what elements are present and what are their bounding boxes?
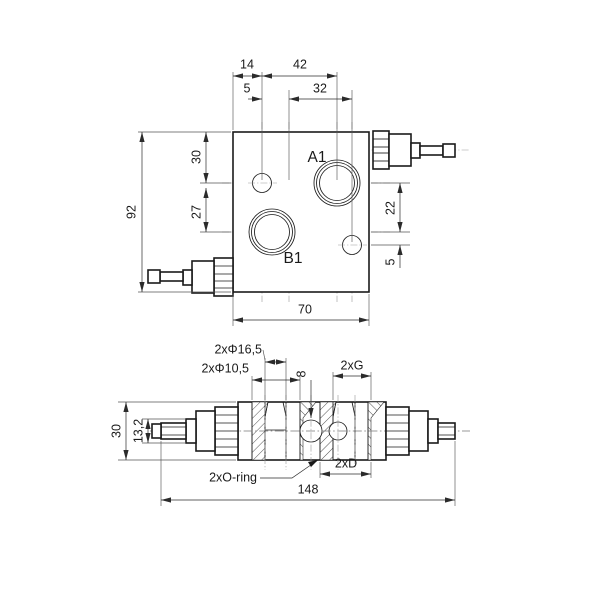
top-view-dimensions-vertical-right: 22 5 — [371, 182, 410, 268]
dim-70-label: 70 — [298, 302, 312, 316]
port-b1-label: B1 — [284, 250, 303, 267]
dim-32-label: 32 — [313, 81, 327, 95]
dim-22-label: 22 — [383, 201, 397, 215]
annotation-o-ring-label: 2xO-ring — [209, 470, 257, 484]
fitting-right-top-view — [372, 130, 456, 170]
section-view-group: 2xΦ16,5 2xΦ10,5 8 2xG 30 13,2 — [109, 342, 470, 506]
port-a1-circles — [313, 159, 361, 207]
top-view-dimensions-vertical-left: 92 30 27 — [124, 131, 231, 293]
dim-2xg-label: 2xG — [341, 358, 364, 372]
dim-148-label: 148 — [298, 482, 319, 496]
dim-27-label: 27 — [189, 205, 203, 219]
section-dimensions-left: 30 13,2 — [109, 401, 236, 461]
port-b1-circles — [248, 208, 296, 256]
top-view-group: A1 B1 — [124, 57, 470, 326]
port-a1-label: A1 — [308, 149, 327, 166]
dim-30-top-label: 30 — [189, 150, 203, 164]
valve-body-top-outline — [232, 131, 370, 293]
dim-14-label: 14 — [240, 57, 254, 71]
top-view-dimension-width: 70 — [232, 294, 370, 326]
dim-bore-16-5-label: 2xΦ16,5 — [214, 342, 262, 356]
fitting-right-section — [385, 406, 456, 456]
dim-2xd-label: 2xD — [335, 456, 357, 470]
dim-bore-10-5-label: 2xΦ10,5 — [201, 361, 249, 375]
fitting-left-section — [151, 406, 239, 456]
fitting-left-top-view — [147, 257, 234, 297]
dim-92-label: 92 — [124, 205, 138, 219]
dim-8-label: 8 — [294, 370, 308, 377]
dim-30-section-label: 30 — [109, 424, 123, 438]
dim-5-top-label: 5 — [244, 81, 251, 95]
dim-42-label: 42 — [293, 57, 307, 71]
dim-13-2-label: 13,2 — [131, 419, 145, 443]
top-view-dimensions-horizontal: 14 42 5 32 — [232, 57, 353, 242]
dim-5-right-label: 5 — [383, 258, 397, 265]
section-dimensions-lower: 2xD 2xO-ring 148 — [160, 441, 456, 506]
section-dimensions-upper: 2xΦ16,5 2xΦ10,5 8 2xG — [201, 342, 372, 418]
